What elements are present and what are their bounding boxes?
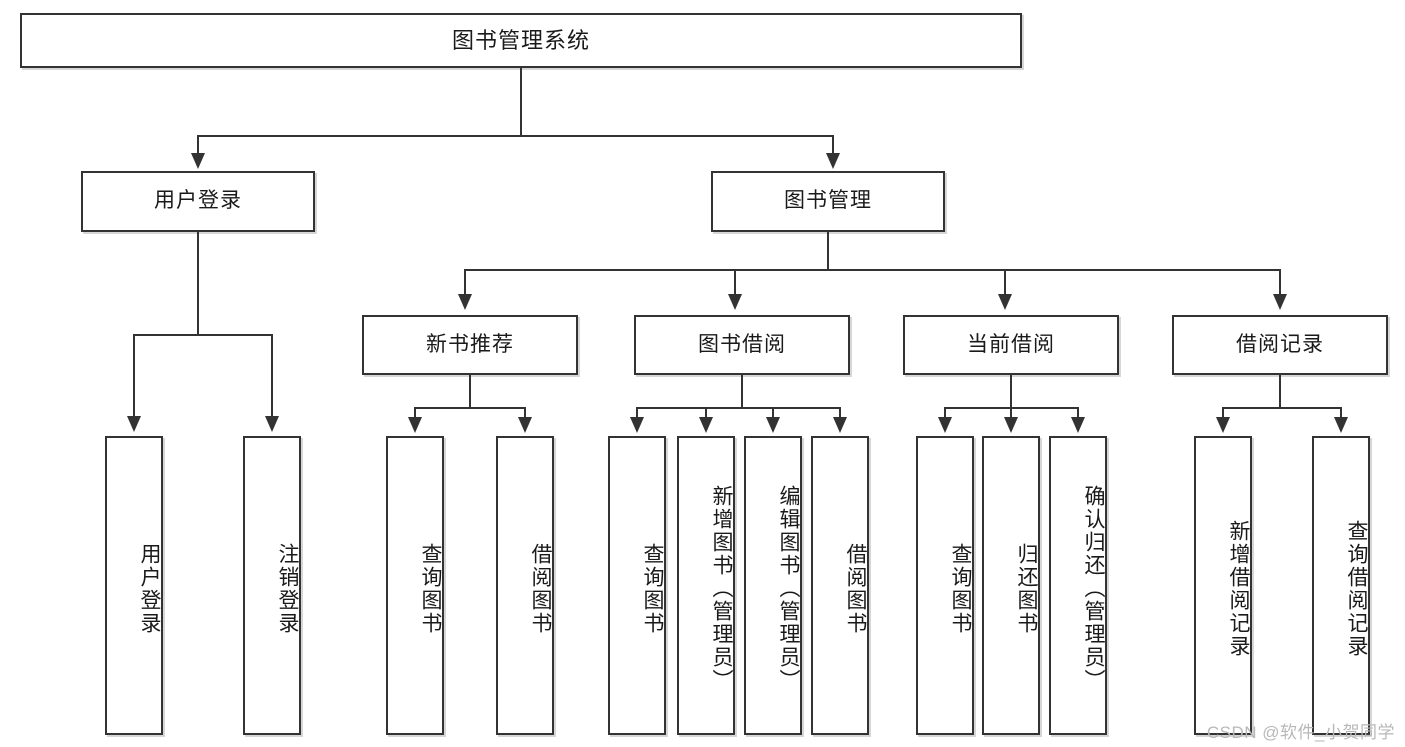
node-label: 用户登录 (138, 542, 161, 635)
connector-book-borrow-bar (636, 407, 841, 409)
node-leaf-add-book[interactable]: 新增图书（管理员） (677, 436, 735, 735)
connector-user-login-drop-2 (271, 334, 273, 418)
node-leaf-borrow-book-1[interactable]: 借阅图书 (496, 436, 554, 735)
connector-root-to-book-manage (832, 135, 834, 155)
connector-current-borrow-drop-3 (1077, 407, 1079, 419)
node-label: 查询借阅记录 (1345, 519, 1368, 658)
connector-borrow-record-drop-2 (1340, 407, 1342, 419)
node-label: 归还图书 (1015, 542, 1038, 635)
arrow-to-leaf-return-book (1004, 417, 1018, 433)
node-book-borrow[interactable]: 图书借阅 (634, 315, 850, 375)
connector-book-borrow-stem (741, 375, 743, 409)
arrow-to-leaf-query-record (1334, 417, 1348, 433)
connector-to-book-borrow (734, 269, 736, 295)
arrow-to-borrow-record (1273, 294, 1287, 310)
node-label: 查询图书 (949, 542, 972, 635)
arrow-to-leaf-user-login (127, 416, 141, 432)
arrow-to-leaf-borrow-book-1 (518, 417, 532, 433)
node-label: 借阅图书 (529, 542, 552, 635)
node-leaf-return-book[interactable]: 归还图书 (982, 436, 1040, 735)
connector-book-manage-bar (464, 269, 1281, 271)
connector-book-manage-stem (827, 232, 829, 271)
connector-book-borrow-drop-2 (705, 407, 707, 419)
node-user-login[interactable]: 用户登录 (81, 171, 315, 232)
node-label: 确认归还（管理员） (1082, 485, 1105, 692)
connector-to-new-book-rec (464, 269, 466, 295)
connector-new-book-rec-drop-1 (414, 407, 416, 419)
connector-borrow-record-bar (1222, 407, 1342, 409)
connector-user-login-stem (197, 232, 199, 335)
connector-book-borrow-drop-3 (772, 407, 774, 419)
arrow-to-leaf-query-book-3 (938, 417, 952, 433)
node-leaf-edit-book[interactable]: 编辑图书（管理员） (744, 436, 802, 735)
arrow-to-leaf-borrow-book-2 (833, 417, 847, 433)
connector-new-book-rec-stem (469, 375, 471, 409)
arrow-to-leaf-query-book-2 (630, 417, 644, 433)
node-leaf-query-record[interactable]: 查询借阅记录 (1312, 436, 1370, 735)
node-book-manage[interactable]: 图书管理 (711, 171, 945, 232)
connector-current-borrow-drop-2 (1010, 407, 1012, 419)
arrow-to-user-login (191, 153, 205, 169)
node-new-book-rec[interactable]: 新书推荐 (362, 315, 578, 375)
node-leaf-query-book-1[interactable]: 查询图书 (386, 436, 444, 735)
connector-borrow-record-stem (1279, 375, 1281, 409)
connector-new-book-rec-drop-2 (524, 407, 526, 419)
arrow-to-leaf-add-record (1216, 417, 1230, 433)
node-current-borrow[interactable]: 当前借阅 (903, 315, 1119, 375)
node-leaf-borrow-book-2[interactable]: 借阅图书 (811, 436, 869, 735)
node-label: 新书推荐 (426, 332, 514, 356)
connector-book-borrow-drop-1 (636, 407, 638, 419)
node-leaf-user-login[interactable]: 用户登录 (105, 436, 163, 735)
node-borrow-record[interactable]: 借阅记录 (1172, 315, 1388, 375)
connector-root-stem (520, 68, 522, 136)
node-label: 查询图书 (419, 542, 442, 635)
connector-current-borrow-stem (1010, 375, 1012, 409)
node-label: 编辑图书（管理员） (777, 485, 800, 692)
connector-root-to-user-login (197, 135, 199, 155)
connector-borrow-record-drop-1 (1222, 407, 1224, 419)
arrow-to-leaf-query-book-1 (408, 417, 422, 433)
node-label: 借阅图书 (844, 542, 867, 635)
connector-new-book-rec-bar (414, 407, 526, 409)
node-leaf-query-book-2[interactable]: 查询图书 (608, 436, 666, 735)
arrow-to-leaf-logout (265, 416, 279, 432)
node-leaf-logout[interactable]: 注销登录 (243, 436, 301, 735)
node-label: 用户登录 (154, 189, 242, 213)
node-leaf-add-record[interactable]: 新增借阅记录 (1194, 436, 1252, 735)
node-label: 查询图书 (641, 542, 664, 635)
connector-user-login-drop-1 (133, 334, 135, 418)
node-label: 新增借阅记录 (1227, 519, 1250, 658)
node-label: 图书借阅 (698, 332, 786, 356)
connector-book-borrow-drop-4 (839, 407, 841, 419)
node-root-book-management-system[interactable]: 图书管理系统 (20, 13, 1022, 68)
arrow-to-leaf-confirm-return (1071, 417, 1085, 433)
node-label: 图书管理系统 (451, 27, 590, 53)
arrow-to-new-book-rec (458, 294, 472, 310)
arrow-to-leaf-add-book (699, 417, 713, 433)
node-label: 图书管理 (784, 189, 872, 213)
arrow-to-leaf-edit-book (766, 417, 780, 433)
arrow-to-book-borrow (728, 294, 742, 310)
arrow-to-current-borrow (998, 294, 1012, 310)
node-label: 新增图书（管理员） (710, 485, 733, 692)
connector-root-bar (197, 135, 834, 137)
node-leaf-query-book-3[interactable]: 查询图书 (916, 436, 974, 735)
node-label: 借阅记录 (1236, 332, 1324, 356)
connector-to-current-borrow (1004, 269, 1006, 295)
connector-current-borrow-drop-1 (944, 407, 946, 419)
connector-to-borrow-record (1279, 269, 1281, 295)
node-label: 注销登录 (276, 542, 299, 635)
arrow-to-book-manage (826, 153, 840, 169)
connector-user-login-bar (133, 334, 273, 336)
node-leaf-confirm-return[interactable]: 确认归还（管理员） (1049, 436, 1107, 735)
node-label: 当前借阅 (967, 332, 1055, 356)
